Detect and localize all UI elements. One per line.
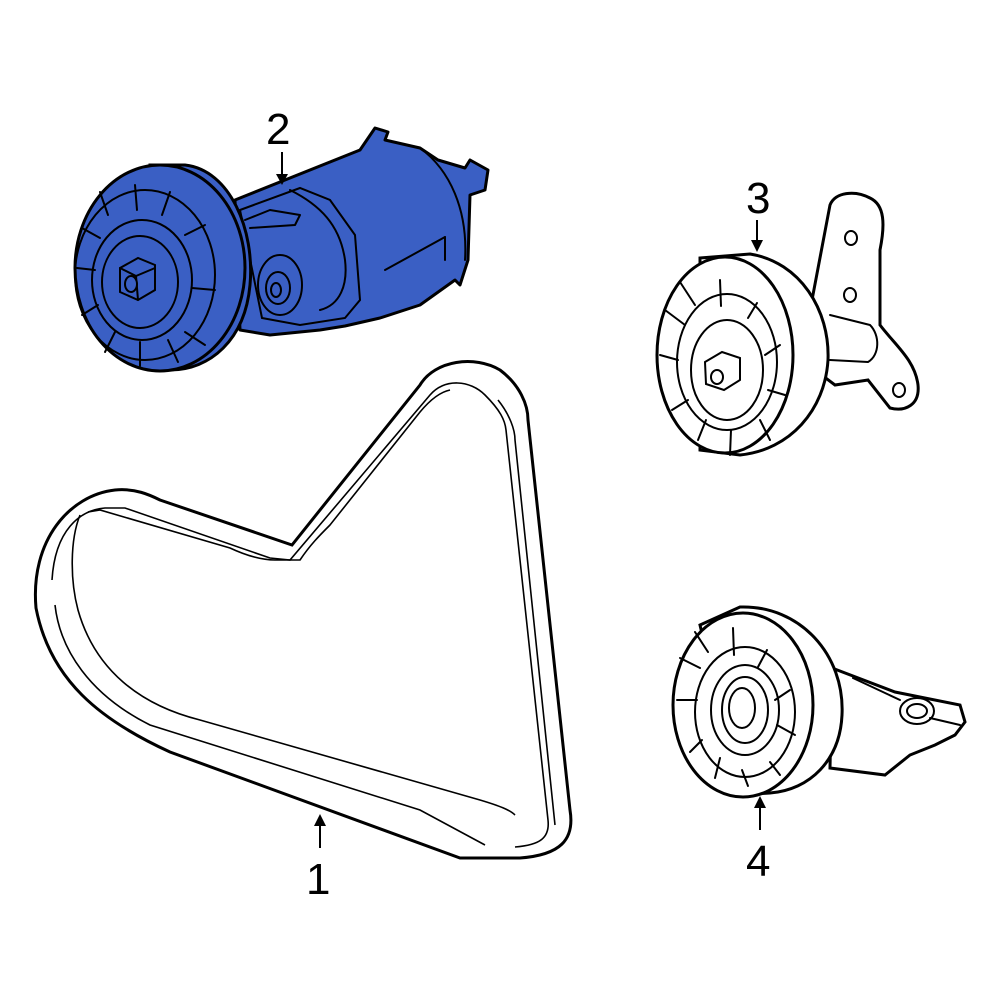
part-3-idler-pulley-bracket[interactable] [655,191,920,457]
callout-label-1: 1 [306,855,330,904]
callout-3: 3 [746,174,770,252]
callout-label-4: 4 [746,837,770,886]
part-4-idler-pulley-mount[interactable] [671,605,967,799]
callout-label-3: 3 [746,174,770,223]
callout-2: 2 [266,105,290,185]
part-2-tensioner[interactable] [73,126,490,373]
callout-1: 1 [306,814,330,904]
callout-4: 4 [746,796,770,886]
callout-label-2: 2 [266,105,290,154]
part-1-belt[interactable] [33,360,573,860]
